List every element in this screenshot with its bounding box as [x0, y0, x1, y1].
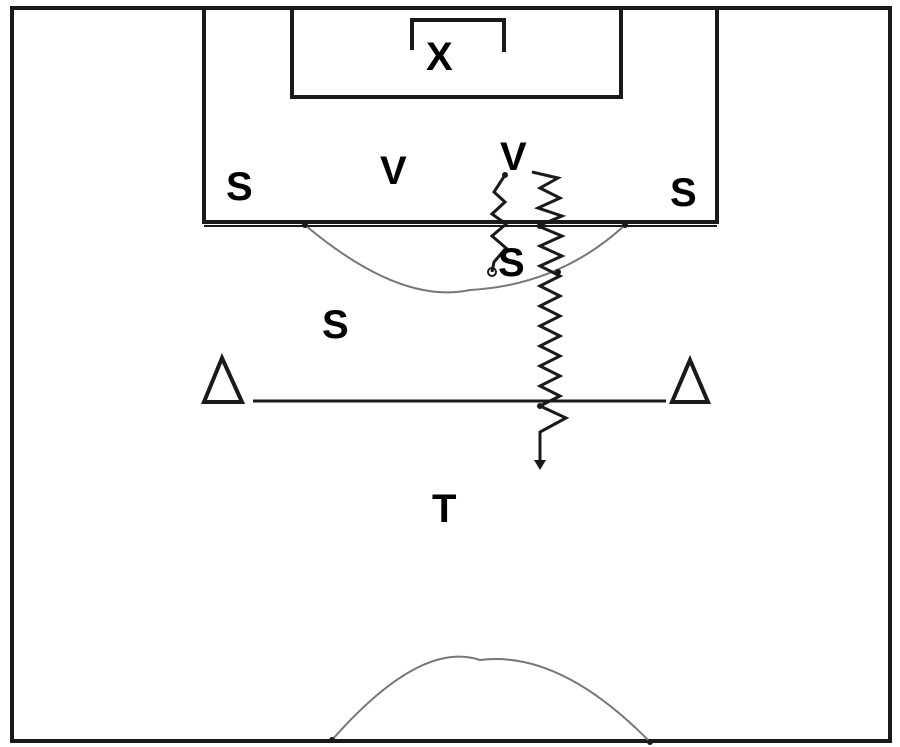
- marker-dot: [329, 737, 335, 743]
- trainer-label: T: [432, 487, 456, 531]
- marker-dot: [647, 739, 653, 745]
- penalty-area: [202, 8, 719, 224]
- arrowhead-icon: [534, 460, 546, 470]
- center-circle-arc: [331, 655, 651, 743]
- attacker-label: S: [498, 241, 525, 285]
- goalkeeper-label: X: [426, 35, 453, 79]
- cone-left-icon: [201, 352, 246, 404]
- cone-right-icon: [668, 354, 712, 404]
- pitch-boundary: [10, 6, 892, 743]
- attacker-label: S: [670, 171, 697, 215]
- marker-dot: [622, 222, 628, 228]
- marker-dot: [555, 269, 561, 275]
- run-path-icon: [489, 174, 509, 273]
- attacker-label: S: [226, 165, 253, 209]
- ball-icon: [487, 267, 497, 277]
- dribble-path-icon: [531, 170, 570, 464]
- defender-label: V: [500, 135, 527, 179]
- marker-dot: [302, 222, 308, 228]
- marker-dot: [537, 403, 543, 409]
- attacker-label: S: [322, 303, 349, 347]
- marker-dot: [502, 172, 508, 178]
- goal-bracket: [410, 18, 506, 52]
- goal-area: [290, 8, 623, 99]
- defender-label: V: [380, 149, 407, 193]
- marker-dot: [537, 223, 543, 229]
- penalty-arc: [304, 224, 626, 294]
